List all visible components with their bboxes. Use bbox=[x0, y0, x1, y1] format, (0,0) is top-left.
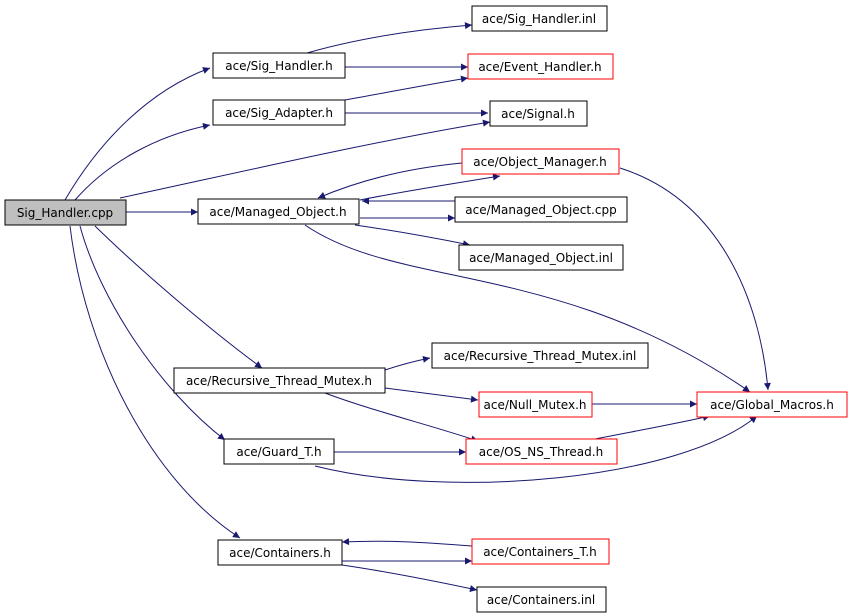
node-rtm-inl[interactable]: ace/Recursive_Thread_Mutex.inl bbox=[431, 342, 649, 369]
node-signal-h[interactable]: ace/Signal.h bbox=[489, 100, 588, 127]
node-containers-h[interactable]: ace/Containers.h bbox=[217, 539, 343, 566]
svg-text:ace/Containers.inl: ace/Containers.inl bbox=[487, 593, 595, 607]
edge-managed-object-object-manager bbox=[359, 173, 501, 201]
edge-sig-handler-h-inl bbox=[299, 22, 473, 56]
edge-rtm-h-null-mutex bbox=[384, 387, 479, 403]
svg-text:ace/Managed_Object.cpp: ace/Managed_Object.cpp bbox=[465, 203, 616, 217]
edges bbox=[64, 22, 771, 592]
edge-rtm-h-os-ns-thread bbox=[324, 392, 479, 443]
nodes: Sig_Handler.cpp ace/Sig_Handler.inl ace/… bbox=[4, 5, 848, 613]
node-containers-t-h[interactable]: ace/Containers_T.h bbox=[471, 538, 610, 565]
svg-text:ace/Null_Mutex.h: ace/Null_Mutex.h bbox=[484, 398, 587, 412]
node-managed-object-inl[interactable]: ace/Managed_Object.inl bbox=[458, 244, 624, 271]
node-sig-handler-h[interactable]: ace/Sig_Handler.h bbox=[212, 52, 346, 79]
edge-root-sig-adapter-h bbox=[74, 122, 211, 201]
node-containers-inl[interactable]: ace/Containers.inl bbox=[476, 586, 607, 613]
edge-sig-adapter-event-handler bbox=[344, 75, 469, 101]
svg-text:ace/Guard_T.h: ace/Guard_T.h bbox=[236, 445, 321, 459]
edge-root-signal-h bbox=[119, 119, 491, 199]
node-managed-object-h[interactable]: ace/Managed_Object.h bbox=[197, 198, 360, 225]
svg-text:ace/Recursive_Thread_Mutex.inl: ace/Recursive_Thread_Mutex.inl bbox=[444, 349, 637, 363]
edge-os-ns-thread-global-macros bbox=[589, 414, 711, 441]
edge-root-rtm-h bbox=[94, 225, 263, 369]
svg-text:ace/OS_NS_Thread.h: ace/OS_NS_Thread.h bbox=[479, 445, 603, 459]
svg-text:ace/Signal.h: ace/Signal.h bbox=[501, 107, 575, 121]
edge-rtm-h-inl bbox=[384, 355, 431, 371]
svg-text:ace/Managed_Object.h: ace/Managed_Object.h bbox=[209, 205, 346, 219]
node-os-ns-thread-h[interactable]: ace/OS_NS_Thread.h bbox=[465, 438, 618, 465]
node-event-handler-h[interactable]: ace/Event_Handler.h bbox=[467, 53, 614, 80]
svg-text:Sig_Handler.cpp: Sig_Handler.cpp bbox=[17, 206, 113, 220]
svg-text:ace/Sig_Handler.inl: ace/Sig_Handler.inl bbox=[482, 12, 596, 26]
svg-text:ace/Event_Handler.h: ace/Event_Handler.h bbox=[478, 60, 601, 74]
svg-text:ace/Containers.h: ace/Containers.h bbox=[229, 546, 331, 560]
edge-root-containers-h bbox=[69, 225, 241, 539]
edge-root-guard-t-h bbox=[79, 225, 226, 441]
node-sig-adapter-h[interactable]: ace/Sig_Adapter.h bbox=[212, 99, 346, 126]
svg-text:ace/Containers_T.h: ace/Containers_T.h bbox=[483, 545, 597, 559]
edge-root-sig-handler-h bbox=[64, 67, 211, 201]
edge-guard-t-global-macros bbox=[314, 415, 758, 483]
node-guard-t-h[interactable]: ace/Guard_T.h bbox=[223, 438, 335, 465]
svg-text:ace/Managed_Object.inl: ace/Managed_Object.inl bbox=[469, 251, 613, 265]
node-managed-object-cpp[interactable]: ace/Managed_Object.cpp bbox=[454, 196, 628, 223]
edge-object-manager-managed-object bbox=[317, 162, 463, 199]
node-null-mutex-h[interactable]: ace/Null_Mutex.h bbox=[478, 391, 593, 418]
edge-containers-h-inl bbox=[341, 564, 478, 592]
node-global-macros-h[interactable]: ace/Global_Macros.h bbox=[696, 391, 848, 418]
node-root[interactable]: Sig_Handler.cpp bbox=[4, 199, 127, 226]
edge-object-manager-global-macros bbox=[619, 167, 771, 391]
svg-text:ace/Sig_Adapter.h: ace/Sig_Adapter.h bbox=[225, 106, 333, 120]
svg-text:ace/Object_Manager.h: ace/Object_Manager.h bbox=[473, 155, 606, 169]
node-rtm-h[interactable]: ace/Recursive_Thread_Mutex.h bbox=[173, 367, 386, 394]
svg-text:ace/Global_Macros.h: ace/Global_Macros.h bbox=[710, 398, 834, 412]
node-sig-handler-inl[interactable]: ace/Sig_Handler.inl bbox=[471, 5, 608, 32]
edge-managed-object-h-global-macros bbox=[304, 224, 751, 393]
edge-managed-object-h-inl bbox=[354, 224, 471, 248]
svg-text:ace/Sig_Handler.h: ace/Sig_Handler.h bbox=[225, 59, 333, 73]
edge-containers-t-containers-h bbox=[341, 538, 473, 547]
node-object-manager-h[interactable]: ace/Object_Manager.h bbox=[461, 148, 620, 175]
svg-text:ace/Recursive_Thread_Mutex.h: ace/Recursive_Thread_Mutex.h bbox=[186, 374, 372, 388]
